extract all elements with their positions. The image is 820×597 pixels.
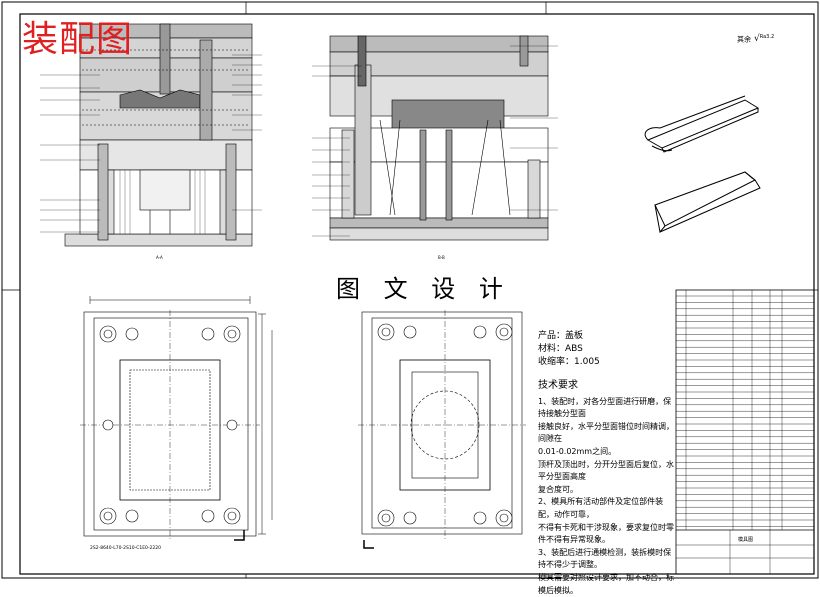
product-shrinkage: 收缩率：1.005 bbox=[538, 357, 600, 367]
tech-requirements-heading: 技术要求 bbox=[538, 380, 578, 391]
drawing-title: 图 文 设 计 bbox=[336, 275, 511, 303]
mold-plan-view-moving bbox=[358, 310, 526, 549]
bom-table bbox=[675, 289, 815, 575]
tech-line: 不得有卡死和干涉现象，要求复位时零件不得有异常现象。 bbox=[538, 522, 674, 545]
product-info: 产品：盖板 材料：ABS 收缩率：1.005 bbox=[538, 330, 600, 369]
tech-line: 复合度可。 bbox=[538, 484, 578, 494]
tech-line: 0.01-0.02mm之间。 bbox=[538, 446, 617, 456]
tech-line: 3、装配后进行通模检测，装拆模时保持不得少于调整。 bbox=[538, 547, 672, 570]
dimension-note: 2S2-8640-L70-2S10-C1E0-2220 bbox=[90, 546, 161, 551]
tech-line: 2、模具所有活动部件及定位部件装配，动作可靠， bbox=[538, 497, 664, 519]
product-material: 材料：ABS bbox=[538, 344, 583, 354]
section-view-b bbox=[312, 35, 558, 241]
product-name: 产品：盖板 bbox=[538, 331, 584, 341]
roughness-value: Ra3.2 bbox=[759, 34, 775, 40]
part-iso-view-bottom bbox=[654, 171, 761, 234]
tech-requirements: 技术要求 1、装配时，对各分型面进行研磨，保持接触分型面 接触良好，水平分型面错… bbox=[538, 380, 678, 597]
drawing-stamp: 装配图 bbox=[22, 19, 134, 60]
tech-line: 接触良好，水平分型面错位时间精调，间隙在 bbox=[538, 421, 674, 444]
tech-line: 顶杆及顶出时，分开分型面后复位，水平分型面高度 bbox=[538, 459, 674, 482]
bom-footer-label: 模具图 bbox=[738, 537, 754, 543]
part-iso-view-top bbox=[644, 95, 760, 153]
section-label-right: B-B bbox=[438, 255, 445, 260]
roughness-note: 其余√Ra3.2 bbox=[737, 34, 774, 44]
section-label-left: A-A bbox=[156, 255, 163, 260]
tech-line: 1、装配时，对各分型面进行研磨，保持接触分型面 bbox=[538, 396, 672, 419]
roughness-symbol-icon: √ bbox=[754, 34, 760, 45]
roughness-prefix: 其余 bbox=[737, 35, 751, 44]
drawing-sheet bbox=[1, 1, 819, 579]
tech-line: 模具需要对照设计要求，加不动合，标模后模拟。 bbox=[538, 572, 674, 595]
section-view-a bbox=[40, 23, 262, 247]
mold-plan-view bbox=[80, 296, 273, 541]
